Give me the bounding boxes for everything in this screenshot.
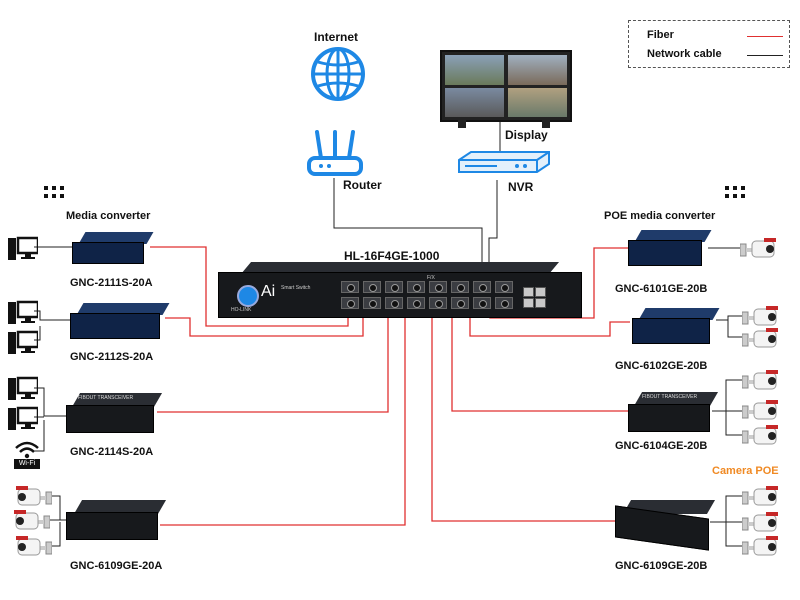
transceiver-label: FIBOUT TRANSCEIVER — [78, 395, 134, 401]
cable-nvr — [488, 180, 498, 265]
internet-label: Internet — [314, 30, 359, 44]
camera-icon — [16, 536, 52, 556]
right-device-3: GNC-6104GE-20B — [615, 440, 708, 452]
fiber-port — [341, 281, 359, 293]
left-device-2: GNC-2112S-20A — [70, 351, 154, 363]
legend-cable-label: Network cable — [647, 48, 722, 60]
ethernet-port — [523, 298, 534, 308]
fiber-port — [385, 281, 403, 293]
fiber-right-2 — [469, 313, 630, 337]
fiber-left-2 — [165, 313, 364, 337]
globe-icon — [311, 47, 365, 101]
converter-left-3: FIBOUT TRANSCEIVER — [66, 393, 163, 433]
converter-left-4 — [66, 500, 167, 540]
computer-icon — [8, 330, 38, 354]
camera-icon — [742, 425, 778, 445]
fiber-port — [429, 297, 447, 309]
fiber-port — [341, 297, 359, 309]
transceiver-label: FIBOUT TRANSCEIVER — [642, 394, 698, 400]
right-device-4: GNC-6109GE-20B — [615, 560, 708, 572]
legend: Fiber Network cable — [628, 20, 790, 68]
camera-icon — [742, 400, 778, 420]
fiber-port — [451, 281, 469, 293]
router-icon — [307, 130, 363, 176]
ethernet-ports — [523, 287, 565, 309]
computer-icon — [8, 300, 38, 324]
legend-cable-line — [747, 55, 783, 56]
left-device-1: GNC-2111S-20A — [70, 277, 153, 289]
ethernet-port — [523, 287, 534, 297]
computer-icon — [8, 376, 38, 400]
camera-icon — [742, 536, 778, 556]
fiber-left-4 — [160, 313, 406, 526]
fiber-port — [495, 281, 513, 293]
wifi-icon — [15, 441, 39, 459]
wifi-badge: Wi-Fi — [14, 459, 40, 469]
monitor-icon — [440, 50, 572, 122]
fiber-port — [495, 297, 513, 309]
converter-left-1 — [72, 232, 154, 264]
fiber-left-3 — [157, 313, 389, 413]
computer-icon — [8, 236, 38, 260]
camera-icon — [742, 486, 778, 506]
switch-model-label: HL-16F4GE-1000 — [344, 249, 440, 263]
router-label: Router — [343, 178, 382, 192]
converter-right-3: FIBOUT TRANSCEIVER — [628, 392, 719, 432]
dots-icon — [725, 186, 745, 198]
fiber-port — [407, 281, 425, 293]
nvr-icon — [458, 151, 550, 173]
legend-fiber-line — [747, 36, 783, 37]
fiber-port — [407, 297, 425, 309]
fiber-port — [473, 281, 491, 293]
switch-logo-text: HO-LINK — [231, 307, 252, 313]
fiber-port — [363, 281, 381, 293]
fiber-left-1 — [150, 246, 349, 327]
dots-icon — [44, 186, 64, 198]
ethernet-port — [535, 298, 546, 308]
fiber-right-4 — [431, 313, 615, 522]
right-device-2: GNC-6102GE-20B — [615, 360, 708, 372]
left-device-3: GNC-2114S-20A — [70, 446, 154, 458]
right-header: POE media converter — [604, 210, 716, 222]
fiber-ports — [341, 281, 521, 313]
switch-sub: Smart Switch — [281, 285, 311, 291]
right-device-1: GNC-6101GE-20B — [615, 283, 708, 295]
camera-icon — [742, 328, 778, 348]
converter-right-2 — [632, 308, 720, 344]
fiber-port — [429, 281, 447, 293]
camera-poe-label: Camera POE — [712, 465, 779, 477]
converter-right-4 — [615, 500, 716, 551]
converter-right-1 — [628, 230, 712, 266]
switch-brand: Ai — [261, 283, 276, 300]
display-label: Display — [505, 128, 548, 142]
switch-logo-icon — [237, 285, 259, 307]
fiber-port — [385, 297, 403, 309]
camera-icon — [742, 306, 778, 326]
left-header: Media converter — [66, 210, 151, 222]
camera-icon — [16, 486, 52, 506]
fiber-port — [363, 297, 381, 309]
converter-left-2 — [70, 303, 170, 339]
left-device-4: GNC-6109GE-20A — [70, 560, 163, 572]
camera-icon — [742, 512, 778, 532]
legend-fiber-label: Fiber — [647, 29, 674, 41]
camera-icon — [742, 370, 778, 390]
fiber-port — [451, 297, 469, 309]
switch-fx-label: F/X — [427, 275, 435, 281]
fiber-right-3 — [451, 313, 628, 412]
ethernet-port — [535, 287, 546, 297]
fiber-port — [473, 297, 491, 309]
nvr-label: NVR — [508, 180, 534, 194]
cable-router — [333, 178, 483, 265]
camera-icon — [14, 510, 50, 530]
camera-icon — [740, 238, 776, 258]
computer-icon — [8, 406, 38, 430]
switch-device: Ai Smart Switch HO-LINK F/X — [218, 262, 582, 318]
